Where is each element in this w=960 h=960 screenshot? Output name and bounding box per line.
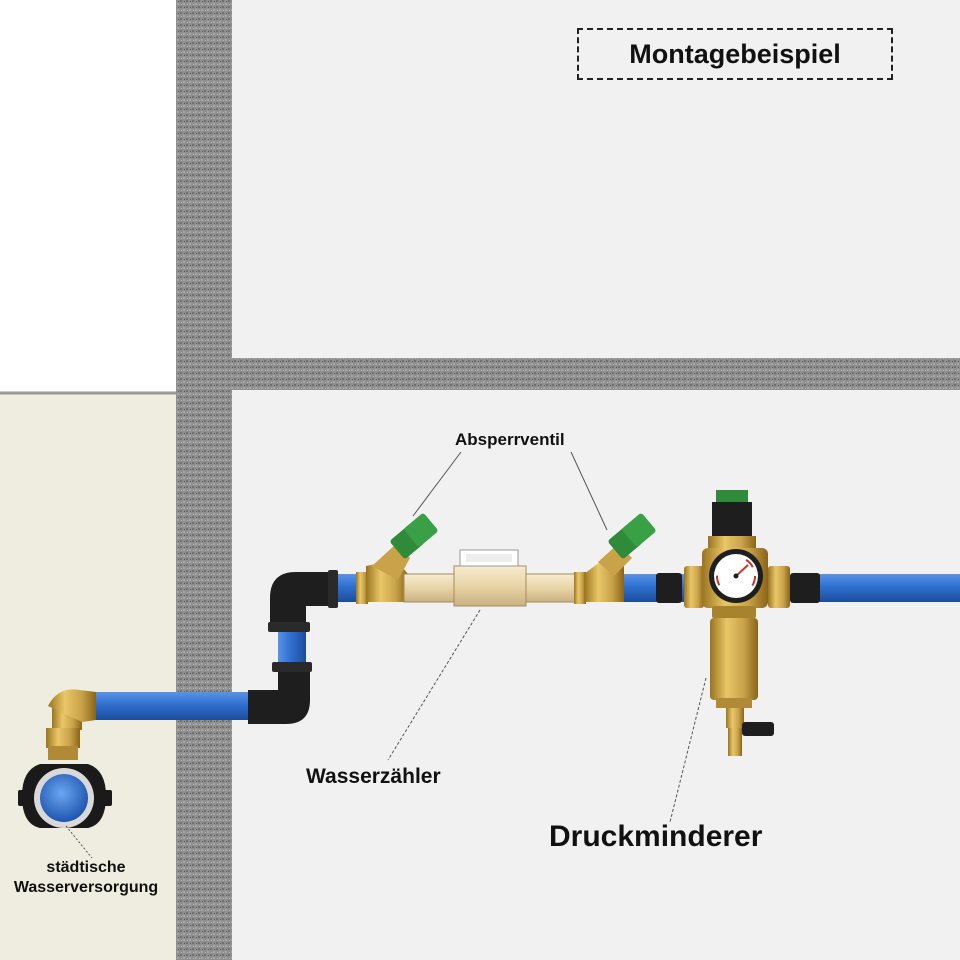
filter-housing-icon: [710, 606, 758, 708]
outside-area: [0, 0, 176, 392]
room-lower: [232, 390, 960, 960]
pipe-supply-horizontal: [90, 692, 250, 720]
water-meter-icon: [403, 549, 586, 607]
ground-area: [0, 392, 176, 960]
supply-connection-icon: [18, 689, 112, 828]
leader-line: [65, 825, 93, 859]
diagram-title: Montagebeispiel: [577, 28, 893, 80]
leader-line: [412, 451, 462, 517]
pressure-reducer-unit: [684, 490, 790, 756]
leader-line: [387, 609, 481, 761]
drain-valve-icon: [726, 708, 774, 756]
elbow-fitting-icon: [248, 662, 312, 724]
pressure-gauge-icon: [709, 549, 763, 603]
label-city-water-supply: städtische Wasserversorgung: [0, 858, 172, 898]
coupling-sleeve: [790, 573, 820, 603]
label-pressure-reducer: Druckminderer: [549, 820, 763, 853]
floor-slab: [232, 358, 960, 390]
room-upper: [232, 0, 960, 358]
valve-icon: [584, 513, 656, 602]
label-supply-line1: städtische: [46, 859, 126, 876]
valve-icon: [356, 513, 438, 604]
label-water-meter: Wasserzähler: [306, 765, 441, 788]
label-shutoff-valve: Absperrventil: [455, 430, 565, 449]
pipe-outlet: [818, 574, 960, 602]
coupling-sleeve: [656, 573, 682, 603]
elbow-fitting-icon: [268, 570, 338, 632]
outer-wall: [176, 0, 232, 960]
leader-line: [570, 451, 608, 531]
label-supply-line2: Wasserversorgung: [13, 879, 159, 896]
